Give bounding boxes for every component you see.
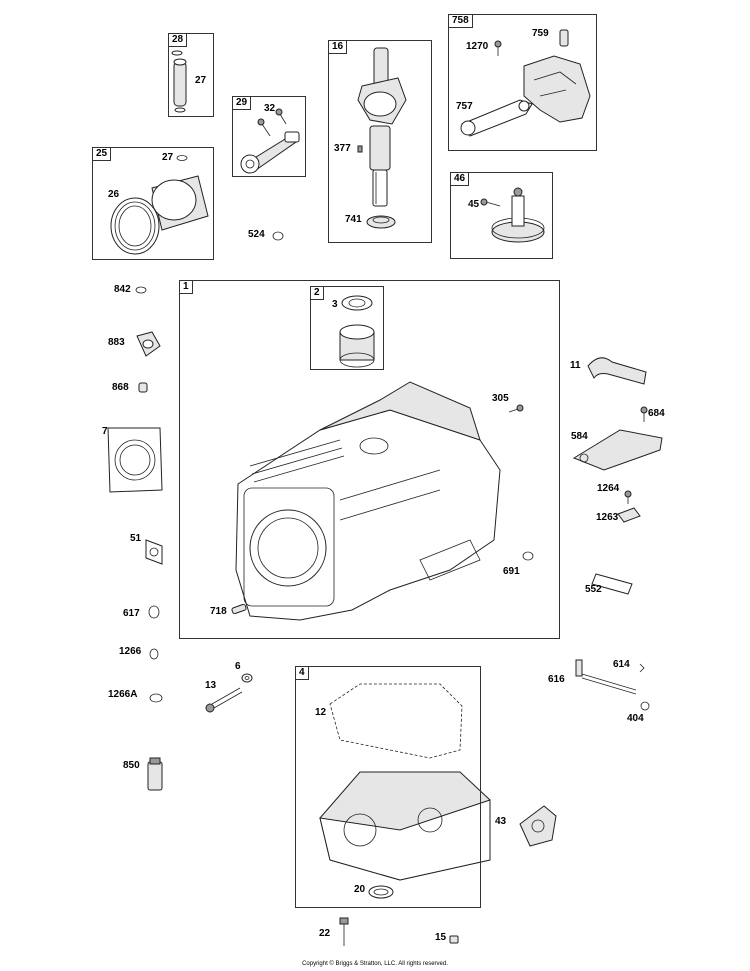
part-label-22: 22: [319, 928, 331, 939]
part-label-1266: 1266: [119, 646, 142, 657]
group-number: 16: [328, 40, 348, 54]
group-box-1: 1: [179, 280, 560, 639]
group-box-2: 2: [310, 286, 384, 370]
part-label-617: 617: [123, 608, 140, 619]
group-box-758: 758: [448, 14, 597, 151]
connecting-rod-part: [240, 108, 300, 174]
part-label-741: 741: [345, 214, 362, 225]
part-label-15: 15: [435, 932, 447, 943]
part-label-1263: 1263: [596, 512, 619, 523]
part-label-1266A: 1266A: [108, 689, 138, 700]
part-label-51: 51: [130, 533, 142, 544]
part-label-305: 305: [492, 393, 509, 404]
group-number: 758: [448, 14, 473, 28]
part-label-26: 26: [108, 189, 120, 200]
group-number: 4: [295, 666, 309, 680]
group-box-29: 29: [232, 96, 306, 177]
group-number: 46: [450, 172, 470, 186]
group-number: 29: [232, 96, 252, 110]
part-label-842: 842: [114, 284, 131, 295]
part-label-404: 404: [627, 713, 644, 724]
piston-assembly-part: [110, 155, 209, 255]
oil-pump-part: [519, 805, 557, 847]
part-label-868: 868: [112, 382, 129, 393]
part-label-12: 12: [315, 707, 327, 718]
part-label-13: 13: [205, 680, 217, 691]
part-label-850: 850: [123, 760, 140, 771]
group-box-25: 25: [92, 147, 214, 260]
part-label-718: 718: [210, 606, 227, 617]
part-label-377: 377: [334, 143, 351, 154]
part-label-32: 32: [264, 103, 276, 114]
cylinder-sleeve-part: [339, 295, 375, 368]
part-label-759: 759: [532, 28, 549, 39]
governor-parts: [460, 29, 591, 137]
left-column-parts: [107, 286, 163, 791]
group-number: 2: [310, 286, 324, 300]
sump-part: [319, 683, 491, 899]
bolt-and-washer-parts: [205, 673, 253, 713]
part-label-3: 3: [332, 299, 338, 310]
group-box-28: 28: [168, 33, 214, 117]
group-box-46: 46: [450, 172, 553, 259]
part-label-691: 691: [503, 566, 520, 577]
group-number: 28: [168, 33, 188, 47]
part-label-584: 584: [571, 431, 588, 442]
part-label-20: 20: [354, 884, 366, 895]
part-label-6: 6: [235, 661, 241, 672]
part-label-45: 45: [468, 199, 480, 210]
part-label-27-piston: 27: [162, 152, 174, 163]
part-label-883: 883: [108, 337, 125, 348]
part-label-614: 614: [613, 659, 630, 670]
part-label-7: 7: [102, 426, 108, 437]
part-label-43: 43: [495, 816, 507, 827]
plug-15-part: [449, 935, 459, 944]
part-label-616: 616: [548, 674, 565, 685]
part-label-11: 11: [570, 360, 581, 371]
group-number: 1: [179, 280, 193, 294]
crankshaft-part: [357, 47, 407, 229]
part-label-1264: 1264: [597, 483, 620, 494]
part-label-524: 524: [248, 229, 265, 240]
part-label-684: 684: [648, 408, 665, 419]
part-label-552: 552: [585, 584, 602, 595]
group-box-16: 16: [328, 40, 432, 243]
part-label-757: 757: [456, 101, 473, 112]
group-number: 25: [92, 147, 112, 161]
part-label-1270: 1270: [466, 41, 489, 52]
group-box-4: 4: [295, 666, 481, 908]
cam-gear-part: [480, 187, 545, 243]
cylinder-block-part: [231, 381, 534, 621]
copyright-notice: Copyright © Briggs & Stratton, LLC. All …: [302, 961, 448, 967]
part-label-27: 27: [195, 75, 207, 86]
bolt-22-part: [339, 917, 349, 946]
piston-pin-part: [171, 50, 187, 113]
seal-ring-part: [272, 231, 284, 241]
right-column-parts: [572, 357, 663, 711]
